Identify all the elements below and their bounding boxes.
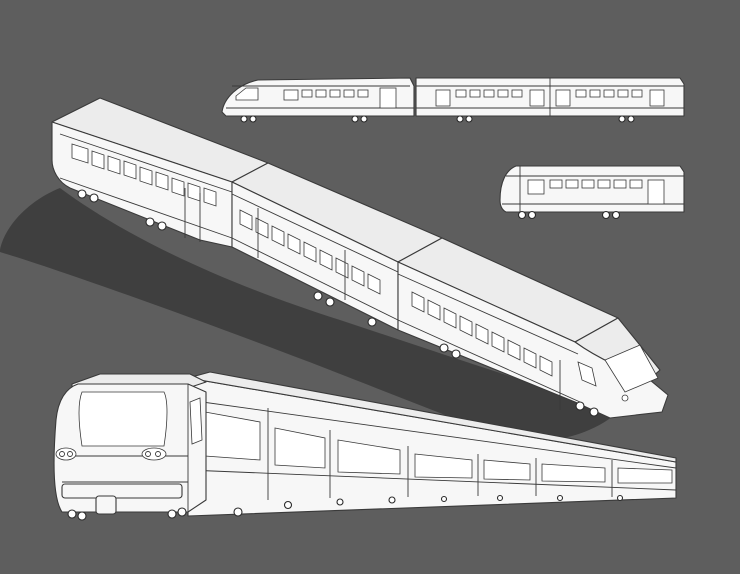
- perspective-windows: [204, 411, 673, 484]
- headlight-right: [141, 447, 167, 461]
- headlights: [55, 447, 167, 461]
- front-perspective-train: [53, 371, 677, 521]
- front-wheels: [67, 507, 187, 521]
- iso-side-cab-window: [577, 361, 597, 387]
- cab-side-window: [189, 397, 203, 445]
- perspective-wheels: [233, 494, 624, 517]
- iso-car-2: [231, 162, 443, 331]
- front-windshield: [78, 391, 168, 447]
- front-bumper: [61, 483, 183, 499]
- coupler: [95, 495, 117, 515]
- side-coach-windows: [435, 89, 665, 107]
- iso-windshield: [604, 344, 659, 393]
- headlight-left: [55, 447, 77, 461]
- train-shadow: [0, 188, 620, 441]
- iso-car-3-windows: [411, 291, 553, 377]
- iso-car-3: [397, 237, 669, 419]
- side-view-two-cars: [221, 77, 685, 123]
- iso-car-1: [51, 97, 269, 248]
- iso-headlight: [621, 394, 629, 402]
- side-loco-windows: [283, 87, 397, 109]
- side-view-single-car: [499, 165, 685, 220]
- iso-car-1-windows: [71, 143, 217, 207]
- iso-car-2-windows: [239, 209, 381, 295]
- single-car-windows: [527, 179, 665, 205]
- side-windshield: [235, 87, 259, 101]
- perspective-coach-dividers: [267, 408, 613, 500]
- isometric-train: [51, 97, 669, 419]
